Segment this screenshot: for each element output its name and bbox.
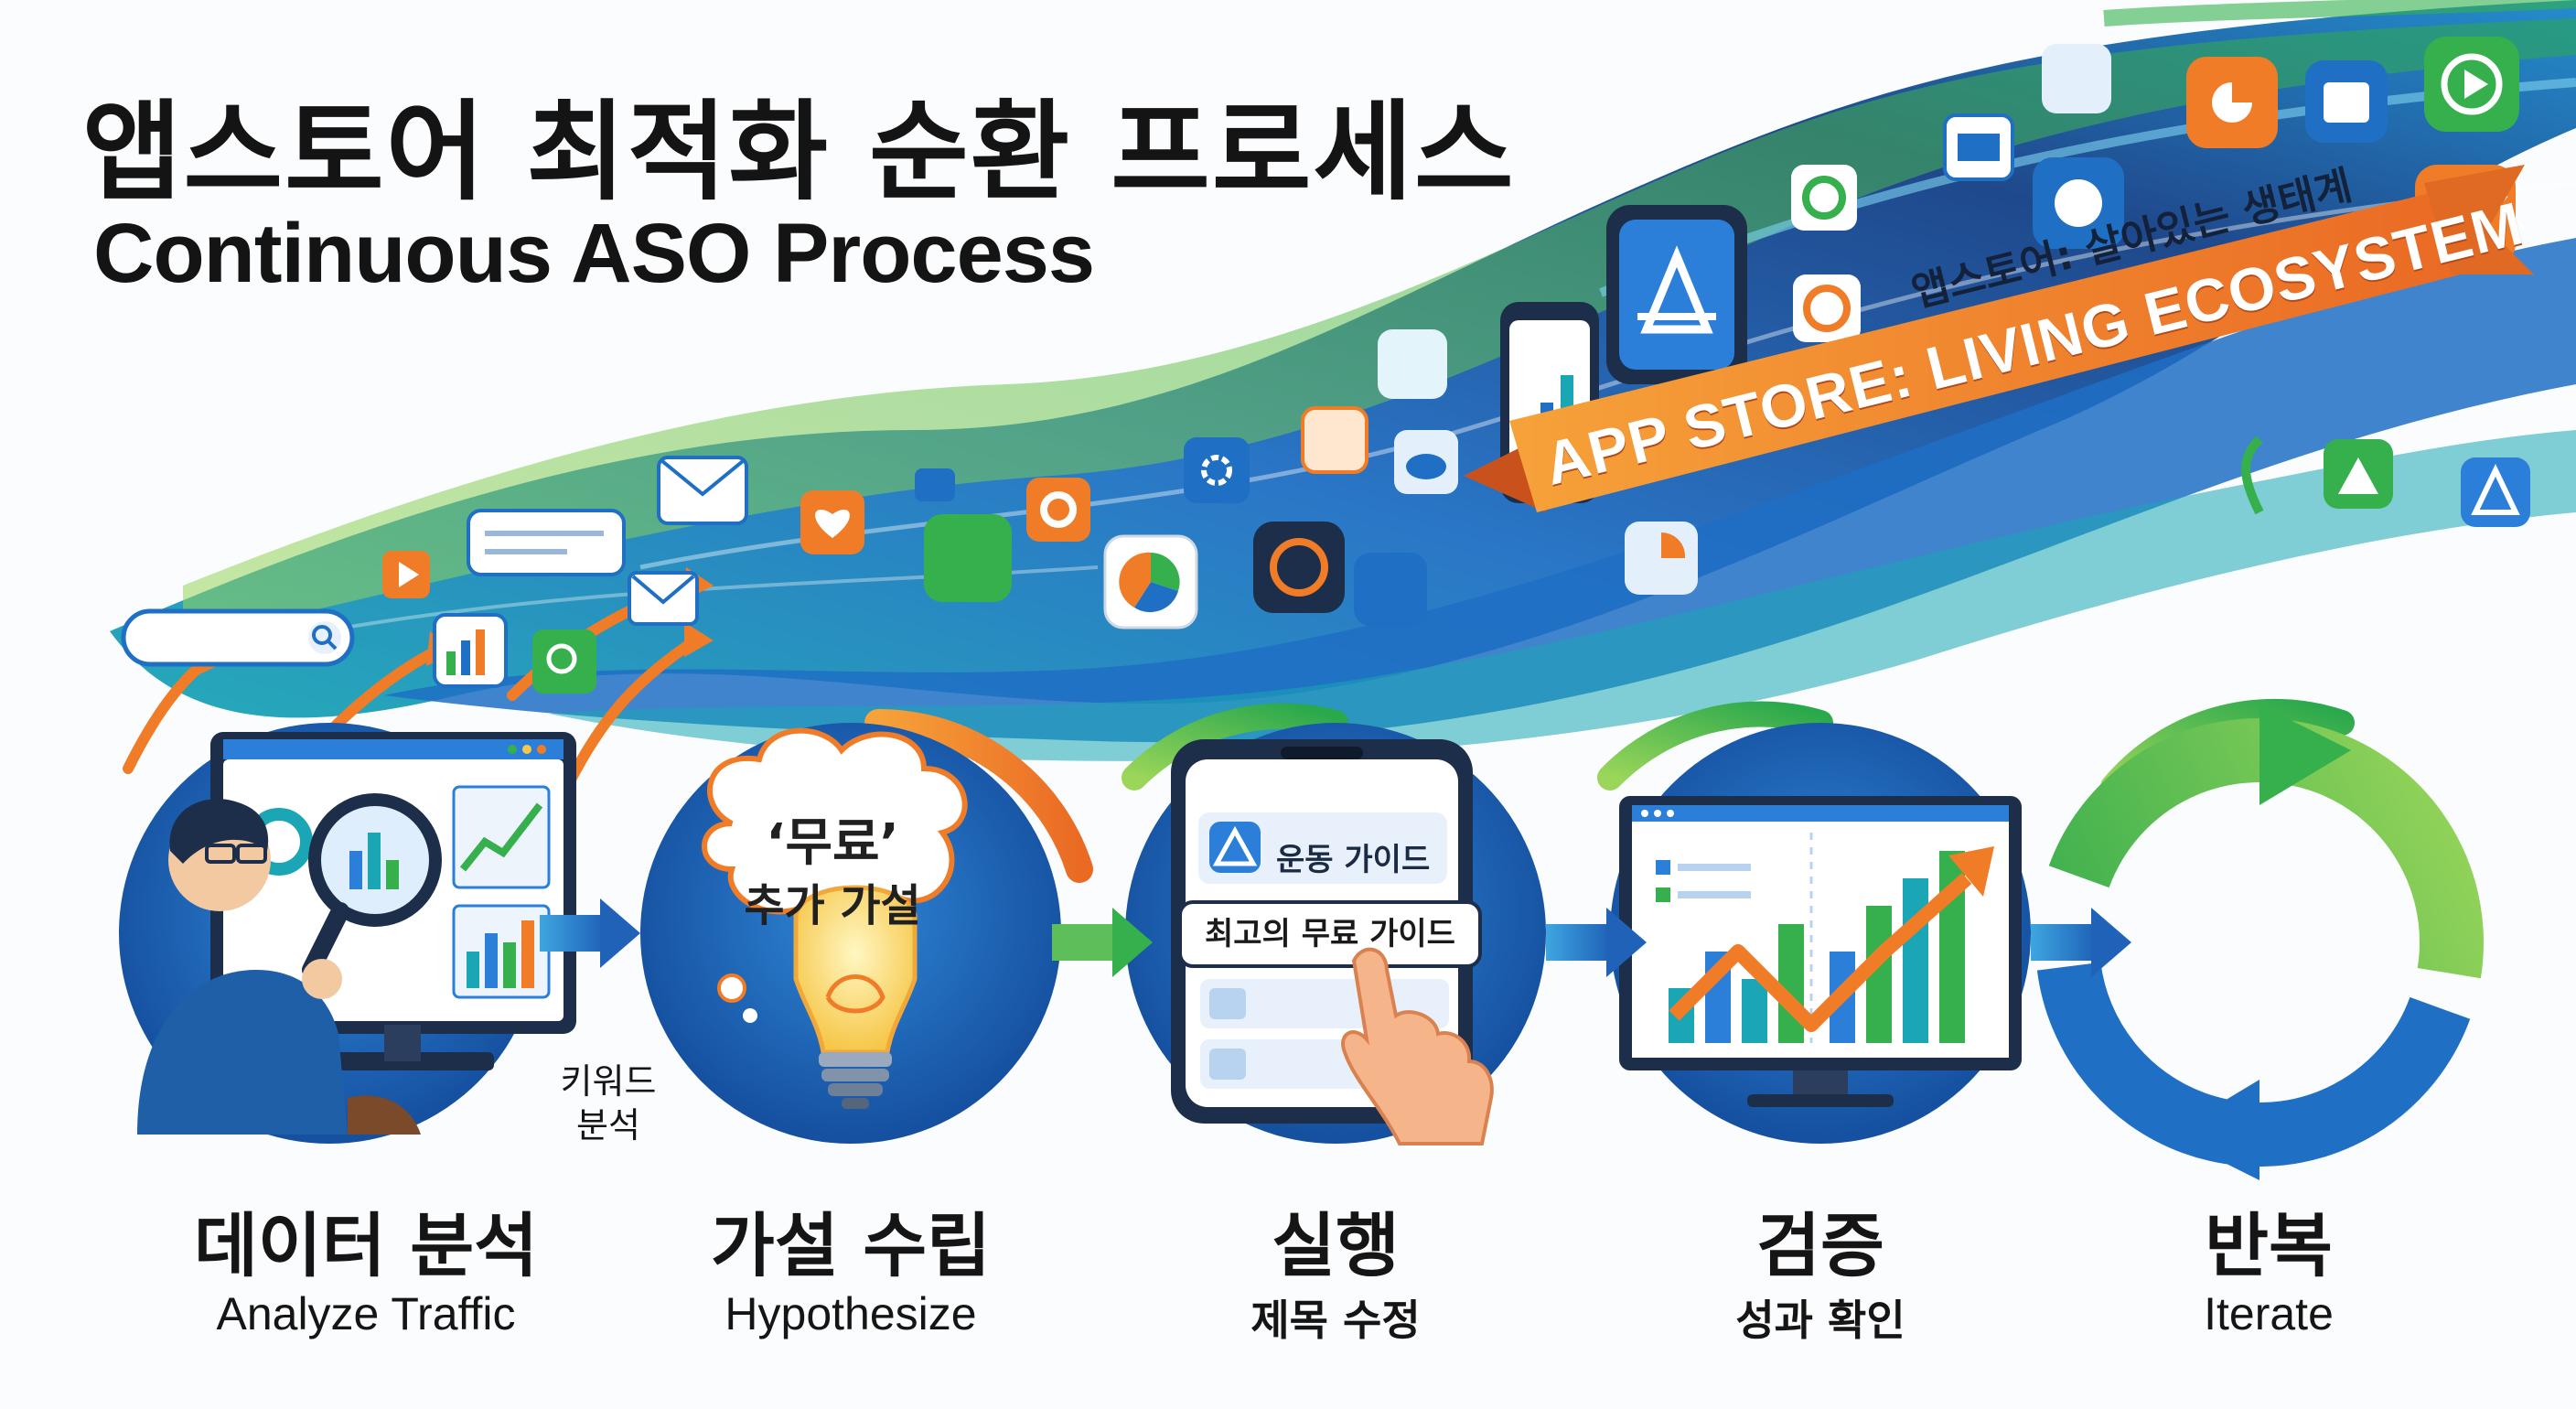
step-3-illustration (1122, 703, 1546, 1145)
phone-new-title: 최고의 무료 가이드 (1205, 916, 1455, 952)
page-title-english: Continuous ASO Process (93, 207, 1095, 300)
hypothesis-keyword: ‘무료’ (766, 813, 899, 873)
step-3-subtitle: 제목 수정 (1250, 1296, 1421, 1345)
step-5-subtitle: Iterate (2204, 1288, 2334, 1339)
arrow-4-to-5 (2031, 908, 2131, 977)
step-connector-arrows (540, 898, 2131, 977)
page-title-korean: 앱스토어 최적화 순환 프로세스 (82, 89, 1516, 215)
step-2-illustration (640, 708, 1093, 1144)
arrow-2-to-3 (1052, 908, 1153, 977)
step-4-illustration (1597, 701, 2031, 1144)
step-2-subtitle: Hypothesize (724, 1288, 977, 1339)
arrow-3-to-4 (1546, 908, 1647, 977)
step-2-title: 가설 수립 (710, 1205, 992, 1286)
ecosystem-banner-ribbon (1464, 165, 2534, 512)
step-1-title: 데이터 분석 (193, 1205, 539, 1286)
search-bar (121, 608, 355, 667)
step-1-subtitle: Analyze Traffic (216, 1288, 516, 1339)
hypothesis-label: 추가 가설 (744, 880, 921, 931)
arrow-1-to-2 (540, 898, 640, 968)
step-5-illustration (2035, 698, 2485, 1180)
step-4-title: 검증 (1756, 1205, 1884, 1286)
step-1-illustration (119, 723, 576, 1144)
step-3-title: 실행 (1272, 1205, 1400, 1286)
keyword-analysis-note: 키워드 분석 (560, 1061, 657, 1145)
step-4-subtitle: 성과 확인 (1735, 1296, 1905, 1345)
step-5-title: 반복 (2205, 1205, 2333, 1286)
phone-app-name: 운동 가이드 (1276, 842, 1431, 878)
